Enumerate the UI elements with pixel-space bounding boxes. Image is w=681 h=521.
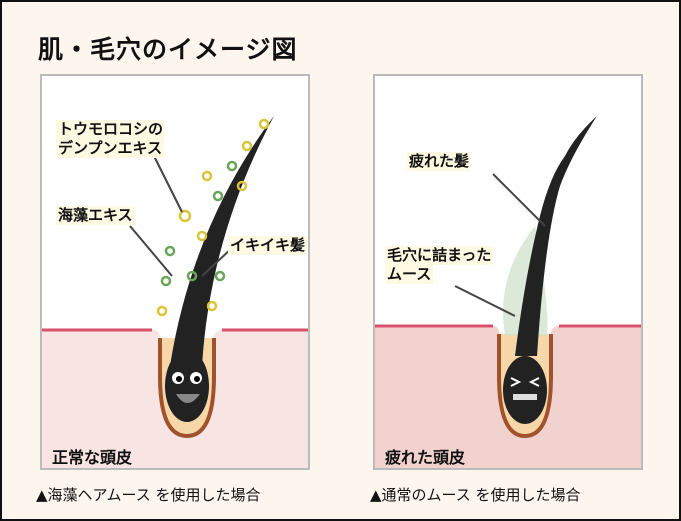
skin-label-healthy: 正常な頭皮 (52, 448, 133, 467)
label-lively-hair: イキイキ髪 (228, 236, 308, 255)
caption-right: ▲通常のムース を使用した場合 (370, 486, 581, 504)
healthy-skin (42, 330, 308, 468)
right-panel-tired: 疲れた髪 毛穴に詰まった ムース 疲れた頭皮 (373, 74, 643, 470)
hair-strand (170, 116, 274, 366)
tired-hair-illustration (375, 76, 641, 468)
healthy-hair-illustration (42, 76, 308, 468)
label-corn-starch-line1: トウモロコシの (56, 120, 166, 139)
label-tired-hair: 疲れた髪 (407, 152, 472, 171)
extract-particles (156, 118, 270, 317)
tired-skin (375, 326, 641, 468)
label-clogged-mousse-line1: 毛穴に詰まった (385, 246, 494, 265)
page-title: 肌・毛穴のイメージ図 (38, 35, 298, 64)
hair-bulb-face (503, 356, 547, 424)
label-seaweed-extract: 海藻エキス (56, 206, 135, 225)
left-panel-healthy: トウモロコシの デンプンエキス 海藻エキス イキイキ髪 正常な頭皮 (40, 74, 310, 470)
label-clogged-mousse-line2: ムース (385, 265, 434, 284)
caption-left: ▲海藻ヘアムース を使用した場合 (36, 486, 261, 504)
skin-label-tired: 疲れた頭皮 (385, 448, 466, 467)
label-corn-starch-line2: デンプンエキス (56, 139, 165, 158)
hair-strand (515, 116, 597, 356)
hair-bulb-face (165, 350, 209, 422)
